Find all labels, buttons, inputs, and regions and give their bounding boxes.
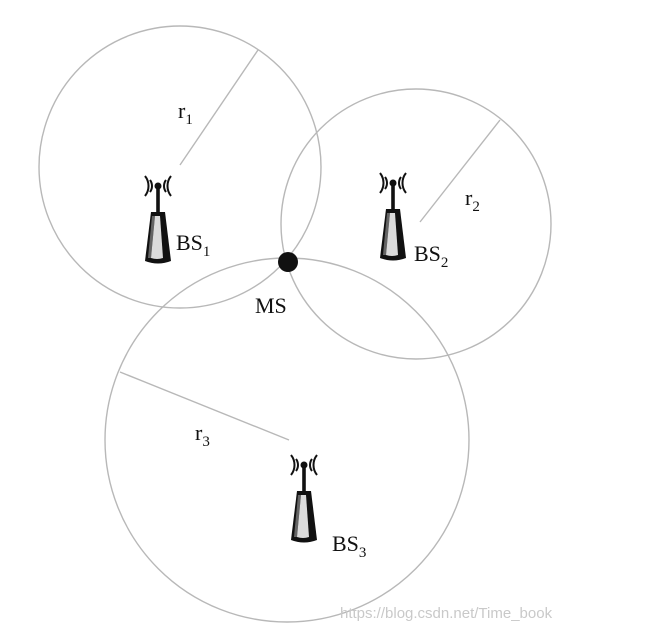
radius-label-r3: r3 <box>195 420 210 450</box>
mobile-station-dot <box>278 252 298 272</box>
base-station-1-label: BS1 <box>176 230 210 260</box>
watermark: https://blog.csdn.net/Time_book <box>340 605 553 622</box>
base-station-2-icon <box>379 172 407 262</box>
radius-label-r2: r2 <box>465 185 480 215</box>
radius-label-r1: r1 <box>178 98 193 128</box>
radius-line-r1 <box>179 49 259 166</box>
base-station-3-icon <box>290 454 318 544</box>
coverage-circle-bs2 <box>280 88 552 360</box>
coverage-circle-bs3 <box>104 257 470 623</box>
base-station-2-label: BS2 <box>414 241 448 271</box>
base-station-3-label: BS3 <box>332 531 366 561</box>
radius-line-r2 <box>419 119 501 223</box>
radius-line-r3 <box>119 371 290 441</box>
coverage-circle-bs1 <box>38 25 322 309</box>
mobile-station-label: MS <box>255 293 287 318</box>
base-station-1-icon <box>144 175 172 265</box>
